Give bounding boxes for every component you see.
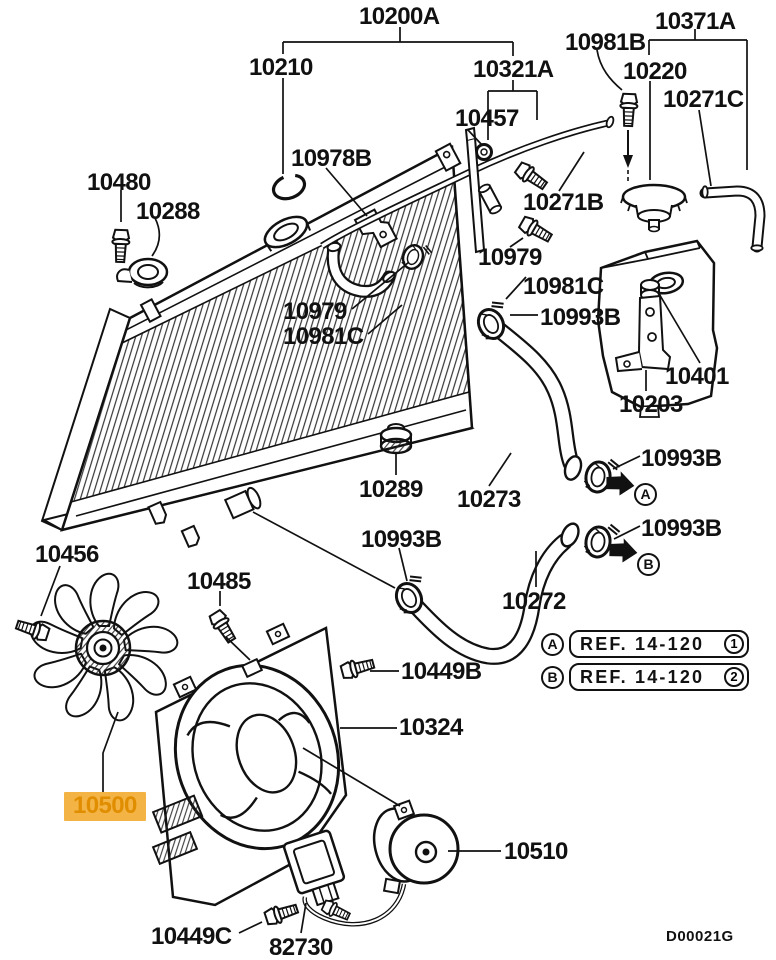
part-label-10485: 10485 (187, 568, 251, 595)
part-label-10321A: 10321A (473, 56, 554, 83)
part-label-10981B: 10981B (565, 29, 646, 56)
part-label-10978B: 10978B (291, 145, 372, 172)
part-label-10220: 10220 (623, 58, 687, 85)
thermo-sensor (512, 159, 551, 194)
part-label-10288: 10288 (136, 198, 200, 225)
marker-b: B (637, 553, 660, 576)
part-label-10979-right: 10979 (478, 244, 542, 271)
part-label-10449B: 10449B (401, 658, 482, 685)
part-label-10271B: 10271B (523, 189, 604, 216)
part-label-10371A: 10371A (655, 8, 736, 35)
legend-ref-a-text: REF. 14-120 (580, 634, 705, 654)
fan-bolt (13, 615, 52, 644)
legend-ref-b-text: REF. 14-120 (580, 667, 705, 687)
leader-lines (40, 27, 748, 934)
part-label-10401: 10401 (665, 363, 729, 390)
part-label-10203: 10203 (619, 391, 683, 418)
overflow-elbow-hose (699, 185, 766, 253)
part-label-10457: 10457 (455, 105, 519, 132)
part-label-10981C-left: 10981C (283, 323, 364, 350)
part-label-10289: 10289 (359, 476, 423, 503)
part-label-10272: 10272 (502, 588, 566, 615)
legend-marker-b: B (541, 666, 564, 689)
thermo-switch (516, 213, 556, 247)
part-label-10480: 10480 (87, 169, 151, 196)
tank-bolt (618, 92, 639, 128)
tube-grommet (475, 143, 493, 161)
spacer-cylinder (477, 183, 503, 215)
filler-gasket (271, 173, 307, 201)
cooling-fan (29, 572, 179, 722)
mount-bolt (110, 228, 131, 264)
arrow-to-a (606, 471, 635, 496)
upper-radiator-hose (483, 315, 583, 481)
marker-a: A (634, 483, 657, 506)
part-label-10981C-right: 10981C (523, 273, 604, 300)
part-label-10993B-mid: 10993B (361, 526, 442, 553)
part-label-10500-highlighted: 10500 (64, 792, 146, 822)
arrow-to-b (609, 538, 638, 563)
fan-motor (302, 799, 460, 927)
fan-resistor (282, 829, 346, 907)
part-label-10210: 10210 (249, 54, 313, 81)
fan-shroud (151, 622, 348, 907)
drawing-code: D00021G (666, 928, 734, 945)
radiator-cap (620, 183, 688, 233)
legend-marker-a: A (541, 633, 564, 656)
part-label-10271C: 10271C (663, 86, 744, 113)
shroud-bolt (339, 654, 377, 682)
shroud-bolt (206, 607, 240, 646)
part-label-10273: 10273 (457, 486, 521, 513)
part-label-10200A: 10200A (359, 3, 440, 30)
rubber-mount (379, 423, 413, 455)
part-label-10510: 10510 (504, 838, 568, 865)
insulator-mount (116, 257, 169, 289)
part-label-10979-left: 10979 (283, 298, 347, 325)
radiator (40, 142, 475, 548)
radiator-outlet-stub (223, 486, 262, 520)
part-label-10456: 10456 (35, 541, 99, 568)
tank-bracket (614, 279, 672, 373)
legend-ref-b: REF. 14-120 2 (569, 663, 749, 691)
radiator-stay (464, 126, 486, 254)
part-label-10449C: 10449C (151, 923, 232, 950)
legend-ref-a: REF. 14-120 1 (569, 630, 749, 658)
shroud-bolt (262, 899, 301, 928)
part-label-10993B-a: 10993B (641, 445, 722, 472)
part-label-82730: 82730 (269, 934, 333, 960)
part-label-10993B-b: 10993B (641, 515, 722, 542)
part-label-10993B-right: 10993B (540, 304, 621, 331)
part-label-10324: 10324 (399, 714, 463, 741)
legend-ref-b-number: 2 (724, 666, 744, 687)
legend-ref-a-number: 1 (724, 633, 744, 654)
